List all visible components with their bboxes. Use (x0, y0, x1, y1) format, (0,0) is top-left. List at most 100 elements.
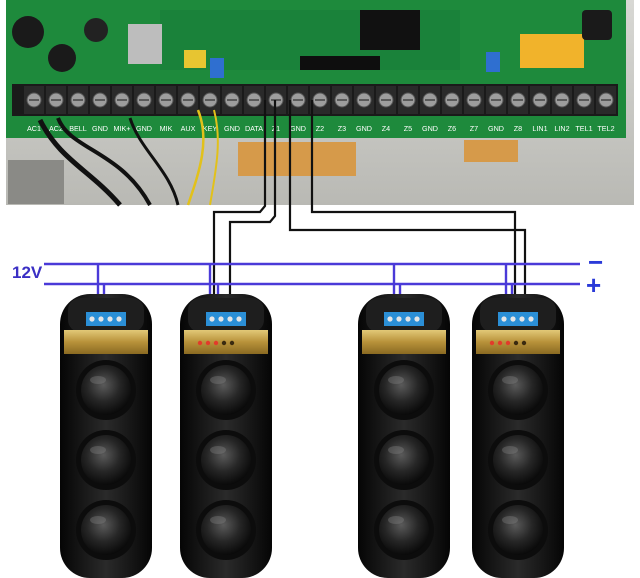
sensor-3 (358, 294, 450, 578)
sensor-terminal-block (384, 312, 424, 326)
sensor-lens (493, 365, 543, 415)
indicator-led (497, 340, 503, 346)
indicator-led (205, 340, 211, 346)
sensor-terminal-screw (107, 316, 113, 322)
lens-highlight (388, 516, 404, 524)
indicator-led (521, 340, 527, 346)
sensor-terminal-screw (98, 316, 104, 322)
blue-component (486, 52, 500, 72)
lens-highlight (502, 516, 518, 524)
indicator-led (197, 340, 203, 346)
terminal-label: Z6 (448, 124, 456, 133)
terminal-label: GND (290, 124, 306, 133)
terminal-label: MIK+ (114, 124, 131, 133)
sensor-lens (493, 505, 543, 555)
terminal-label: TEL2 (597, 124, 614, 133)
sensor-label-band (476, 330, 560, 354)
terminal-label: GND (488, 124, 504, 133)
power-cable (37, 118, 122, 207)
indicator-led (505, 340, 511, 346)
terminal-label: Z7 (470, 124, 478, 133)
key-wire (209, 109, 219, 206)
sensor-4 (472, 294, 564, 578)
sensor-lens (201, 435, 251, 485)
sensor-lens (81, 505, 131, 555)
key-wire (186, 109, 205, 206)
terminal-label: AC2 (49, 124, 63, 133)
terminal-label: GND (224, 124, 240, 133)
terminal-label: BELL (69, 124, 87, 133)
lens-highlight (388, 446, 404, 454)
sensor-terminal-screw (89, 316, 95, 322)
indicator-led (513, 340, 519, 346)
sensor-lens (81, 435, 131, 485)
pcb-daughter (238, 142, 356, 176)
sensor-lens (81, 365, 131, 415)
capacitor (12, 16, 44, 48)
sensor-terminal-screw (218, 316, 224, 322)
sensor-1 (60, 294, 152, 578)
terminal-label: MIK (160, 124, 173, 133)
sensor-terminal-screw (510, 316, 516, 322)
transformer-bracket (8, 160, 64, 204)
capacitor (84, 18, 108, 42)
sensor-lens (379, 365, 429, 415)
indicator-led (221, 340, 227, 346)
capacitor (48, 44, 76, 72)
terminal-label: Z2 (316, 124, 324, 133)
sensor-terminal-screw (414, 316, 420, 322)
blue-component (210, 58, 224, 78)
sensor-lens (201, 505, 251, 555)
sensor-terminal-screw (387, 316, 393, 322)
plus-sign: + (586, 270, 601, 300)
terminal-label: KEY (203, 124, 218, 133)
minus-sign: − (588, 247, 603, 277)
lens-highlight (90, 376, 106, 384)
indicator-led (489, 340, 495, 346)
terminal-label: GND (356, 124, 372, 133)
sensor-terminal-screw (116, 316, 122, 322)
sensor-label-band (64, 330, 148, 354)
sensor-label-band (184, 330, 268, 354)
signal-wire (228, 100, 277, 296)
lens-highlight (210, 516, 226, 524)
indicator-led (213, 340, 219, 346)
sensor-terminal-screw (405, 316, 411, 322)
sensor-lens (379, 505, 429, 555)
sensor-terminal-screw (236, 316, 242, 322)
terminal-label: GND (92, 124, 108, 133)
terminal-label: Z3 (338, 124, 346, 133)
sensor-terminal-screw (227, 316, 233, 322)
terminal-label: Z8 (514, 124, 522, 133)
lens-highlight (502, 446, 518, 454)
terminal-label: GND (422, 124, 438, 133)
chip (300, 56, 380, 70)
beam-sensors (60, 294, 564, 578)
sensor-lens (493, 435, 543, 485)
terminal-label: LIN1 (532, 124, 547, 133)
lens-highlight (388, 376, 404, 384)
terminal-label: Z5 (404, 124, 412, 133)
power-cable (56, 117, 152, 206)
sensor-terminal-screw (501, 316, 507, 322)
signal-wire (310, 100, 517, 296)
sensor-label-band (362, 330, 446, 354)
sensor-terminal-block (206, 312, 246, 326)
sensor-terminal-screw (209, 316, 215, 322)
voltage-label: 12V (12, 263, 43, 282)
sensor-lens (379, 435, 429, 485)
relay (520, 34, 584, 68)
power-cable (128, 117, 180, 206)
voltage-regulator (128, 24, 162, 64)
terminal-label: GND (136, 124, 152, 133)
sensor-terminal-block (498, 312, 538, 326)
sensor-lens (201, 365, 251, 415)
terminal-label: TEL1 (575, 124, 592, 133)
sensor-terminal-screw (528, 316, 534, 322)
sensor-terminal-screw (519, 316, 525, 322)
chip (360, 10, 420, 50)
signal-wire (212, 100, 267, 296)
